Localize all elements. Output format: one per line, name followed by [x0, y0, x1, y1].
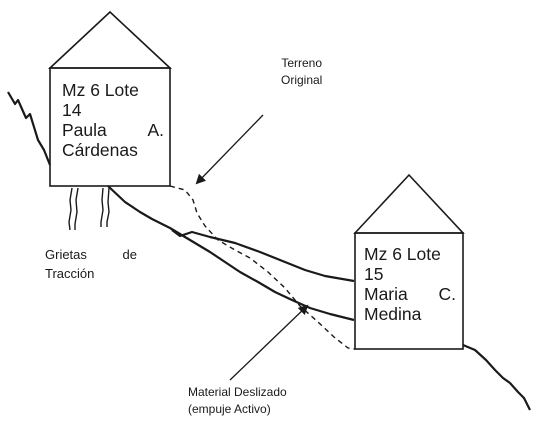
tension-crack-1 [68, 187, 73, 231]
grietas-label-word1: Grietas [45, 247, 87, 262]
material-label-line2: (empuje Activo) [188, 402, 271, 416]
grietas-label-line1: Grietas de [45, 245, 137, 264]
arrow-material-deslizado [229, 304, 309, 381]
house-right [353, 173, 465, 350]
grietas-label-word2: de [122, 247, 137, 262]
terreno-label-line2: Original [281, 73, 323, 87]
house-left-line1: Mz 6 Lote [62, 80, 139, 100]
tension-crack-2 [74, 187, 79, 230]
grietas-label-line2: Tracción [45, 266, 95, 281]
house-right-roof [353, 173, 465, 234]
displaced-surface-line [171, 229, 355, 283]
arrow-terreno-original [195, 114, 264, 185]
house-right-line1: Mz 6 Lote [364, 244, 441, 264]
house-left-line4: Cárdenas [62, 140, 138, 160]
house-left [47, 10, 173, 187]
house-left-body [49, 67, 171, 187]
house-right-line3a: Maria [364, 284, 408, 304]
tension-crack-4 [106, 187, 110, 227]
grietas-label: Grietas de Tracción [45, 245, 137, 283]
slip-surface-line [107, 185, 355, 322]
house-right-line4: Medina [364, 304, 422, 324]
material-deslizado-label: Material Deslizado (empuje Activo) [188, 384, 287, 418]
ground-surface-right [462, 343, 531, 411]
house-right-label: Mz 6 Lote 15 Maria C. Medina [364, 244, 456, 324]
house-left-line3: Paula A. [62, 120, 164, 140]
house-left-line2: 14 [62, 100, 82, 120]
tension-crack-3 [100, 187, 104, 227]
ground-surface-left [7, 91, 52, 166]
house-right-line3: Maria C. [364, 284, 456, 304]
original-terrain-dashed-line [169, 185, 356, 350]
terreno-label-line1: Terreno [281, 56, 323, 70]
terreno-original-label: Terreno Original [281, 55, 322, 89]
house-right-body [354, 232, 464, 350]
house-right-line2: 15 [364, 264, 384, 284]
house-right-line3b: C. [438, 284, 457, 304]
house-left-label: Mz 6 Lote 14 Paula A. Cárdenas [62, 80, 164, 160]
house-left-roof [47, 10, 173, 69]
house-left-line3b: A. [147, 120, 164, 140]
tension-cracks [68, 187, 110, 231]
material-label-line1: Material Deslizado [188, 385, 287, 399]
house-left-line3a: Paula [62, 120, 107, 140]
